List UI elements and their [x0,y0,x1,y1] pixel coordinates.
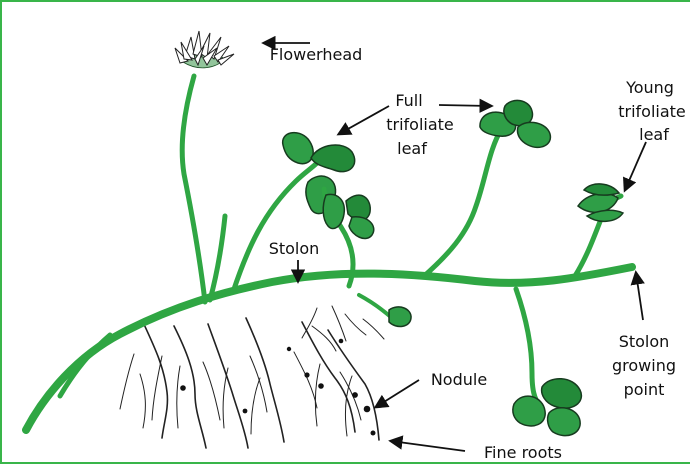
diagram-labels: Flowerhead Full trifoliate leaf Young tr… [269,45,686,462]
nodule-arrow [376,380,419,407]
fine-roots-label: Fine roots [484,443,562,462]
lower-trifoliate-leaf [513,289,582,436]
young-trifoliate-leaf [575,184,623,276]
flowerhead-plant [175,31,234,302]
stolon-growing-label-line-3: point [624,380,665,399]
stolon-growing-label-line-2: growing [612,356,676,375]
full-trifoliate-label-line-3: leaf [397,139,427,158]
full-trifoliate-arrow [339,106,389,134]
flowerhead-label: Flowerhead [270,45,363,64]
young-trifoliate-label-line-3: leaf [639,125,669,144]
stolon-growing-label-line-1: Stolon [619,332,670,351]
young-trifoliate-label-line-2: trifoliate [618,102,686,121]
stolon [26,216,632,430]
fine-roots-arrow [391,441,465,451]
stolon-growing-point-arrow [636,273,643,320]
young-leaf-arrow [625,142,646,190]
stolon-label: Stolon [269,239,320,258]
full-trifoliate-label-line-1: Full [395,91,422,110]
nodule-label: Nodule [431,370,487,389]
young-trifoliate-label-line-1: Young [625,78,674,97]
root-system [120,306,384,448]
flowerhead-icon [175,31,234,68]
full-trifoliate-label-line-2: trifoliate [386,115,454,134]
upper-leaf-arrow [439,105,491,106]
